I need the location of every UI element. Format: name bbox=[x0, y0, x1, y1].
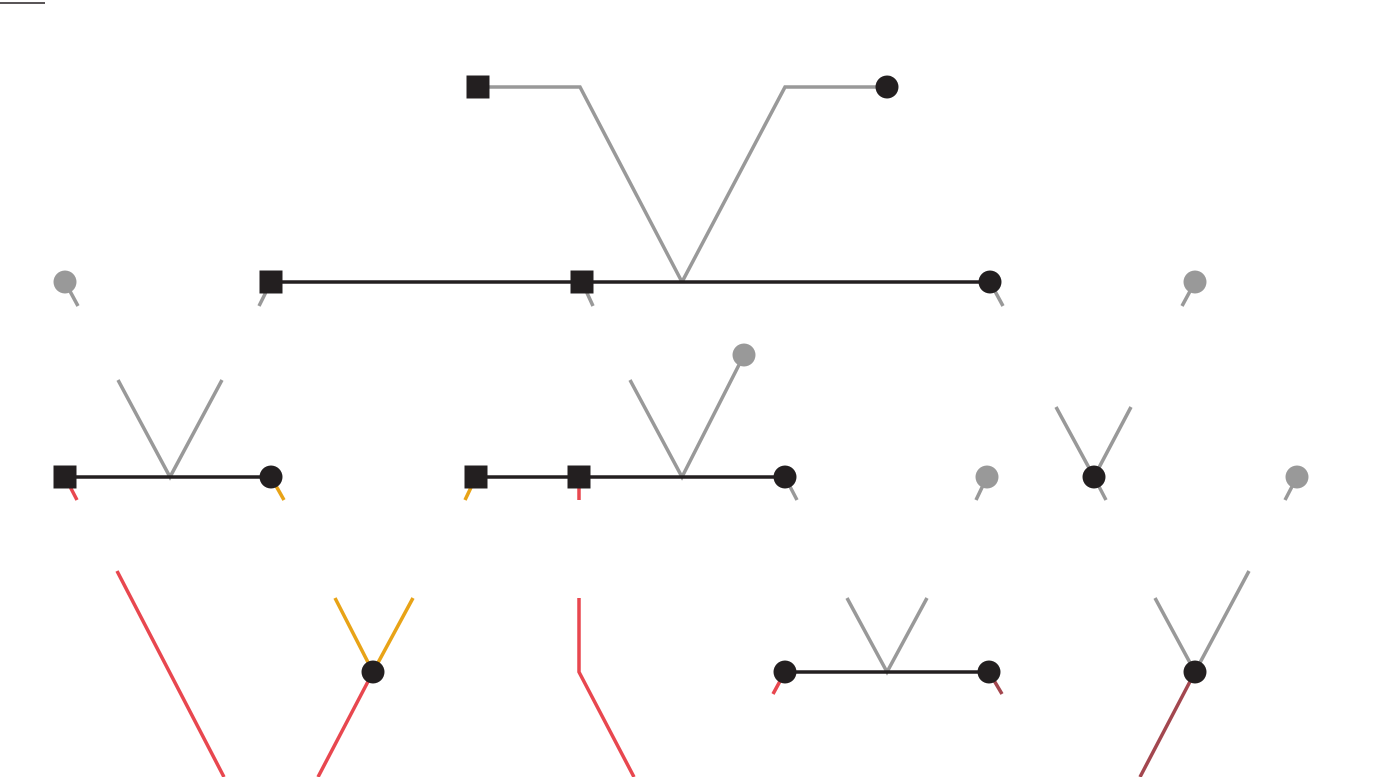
lineage-line bbox=[577, 598, 636, 777]
lineage-line bbox=[478, 85, 684, 283]
lineage-line bbox=[1153, 570, 1251, 676]
external-female-node[interactable] bbox=[732, 343, 756, 367]
female-node[interactable] bbox=[361, 660, 385, 684]
male-node[interactable] bbox=[466, 75, 490, 99]
lineage-line bbox=[316, 671, 375, 777]
lineage-line bbox=[1138, 671, 1197, 777]
female-node[interactable] bbox=[259, 465, 283, 489]
female-node[interactable] bbox=[773, 660, 797, 684]
female-node[interactable] bbox=[978, 270, 1002, 294]
male-node[interactable] bbox=[259, 270, 283, 294]
lineage-line bbox=[680, 85, 887, 283]
external-female-node[interactable] bbox=[53, 270, 77, 294]
female-node[interactable] bbox=[875, 75, 899, 99]
male-node[interactable] bbox=[570, 270, 594, 294]
male-node[interactable] bbox=[464, 465, 488, 489]
male-node[interactable] bbox=[567, 465, 591, 489]
lineage-line bbox=[845, 597, 929, 676]
lineage-line bbox=[115, 570, 226, 777]
female-node[interactable] bbox=[773, 465, 797, 489]
external-female-node[interactable] bbox=[1285, 465, 1309, 489]
female-node[interactable] bbox=[977, 660, 1001, 684]
male-node[interactable] bbox=[53, 465, 77, 489]
lineage-line bbox=[628, 354, 746, 481]
external-female-node[interactable] bbox=[975, 465, 999, 489]
female-node[interactable] bbox=[1183, 660, 1207, 684]
external-female-node[interactable] bbox=[1183, 270, 1207, 294]
female-node[interactable] bbox=[1082, 465, 1106, 489]
lineage-line bbox=[116, 379, 224, 481]
